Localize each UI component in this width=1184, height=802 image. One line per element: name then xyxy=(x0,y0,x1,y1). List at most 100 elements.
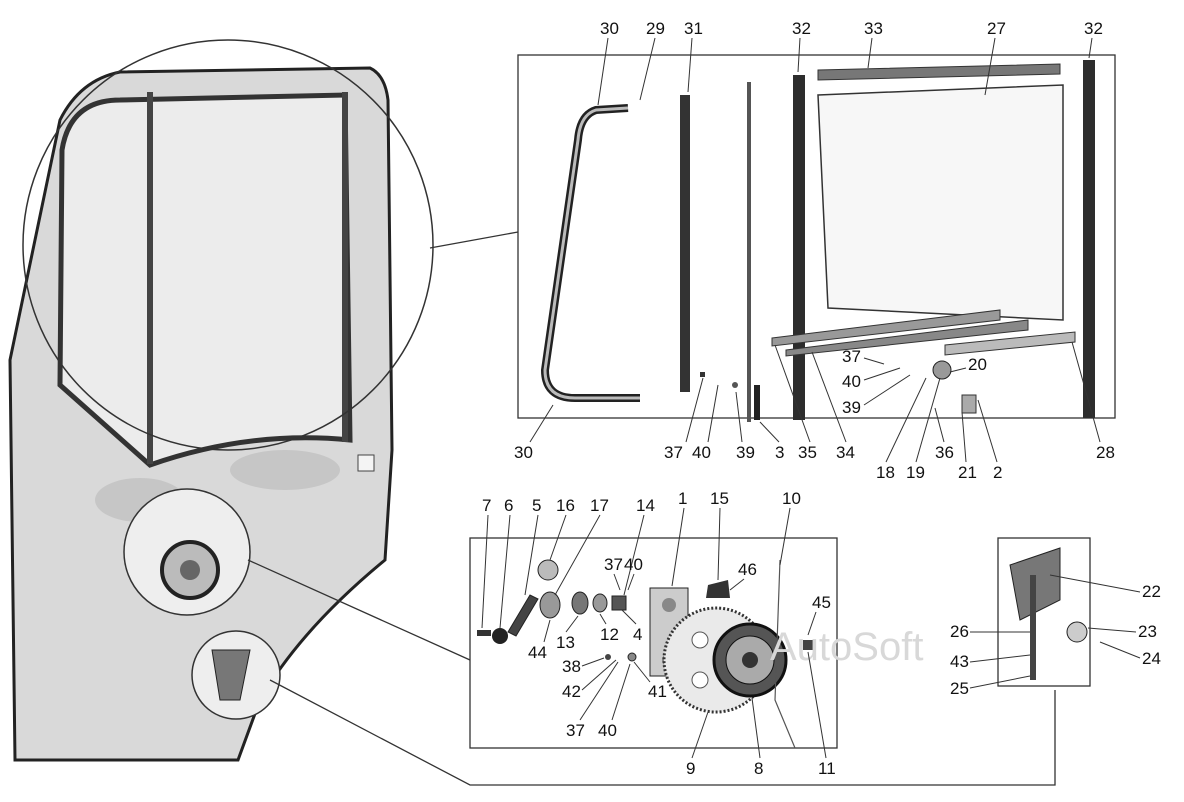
label-25: 25 xyxy=(950,679,969,698)
inner-seal-28 xyxy=(944,331,1076,356)
label-10: 10 xyxy=(782,489,801,508)
crank-handle-5 xyxy=(507,594,539,637)
label-37-reg-bottom: 37 xyxy=(566,721,585,740)
label-39-mid: 39 xyxy=(842,398,861,417)
label-16: 16 xyxy=(556,496,575,515)
label-40-reg-bottom: 40 xyxy=(598,721,617,740)
label-40-reg-top: 40 xyxy=(624,555,643,574)
label-26: 26 xyxy=(950,622,969,641)
window-detail-circle xyxy=(22,39,434,451)
label-35: 35 xyxy=(798,443,817,462)
stopper-15 xyxy=(706,580,730,598)
label-19: 19 xyxy=(906,463,925,482)
label-33: 33 xyxy=(864,19,883,38)
labels-regulator: 7 6 5 16 17 14 1 15 10 37 40 46 45 44 13… xyxy=(481,489,836,778)
label-36: 36 xyxy=(935,443,954,462)
label-45: 45 xyxy=(812,593,831,612)
cap-23 xyxy=(1066,621,1088,643)
label-31: 31 xyxy=(684,19,703,38)
window-assembly-parts xyxy=(540,60,1095,422)
regulator-parts xyxy=(477,559,813,749)
label-3: 3 xyxy=(775,443,784,462)
guide-channel-32-left xyxy=(793,75,805,420)
label-43: 43 xyxy=(950,652,969,671)
cap-16 xyxy=(537,559,559,581)
label-46: 46 xyxy=(738,560,757,579)
window-glass-27 xyxy=(817,84,1064,321)
tensioner-11 xyxy=(803,640,813,650)
label-37-top: 37 xyxy=(664,443,683,462)
label-37-mid: 37 xyxy=(842,347,861,366)
label-9: 9 xyxy=(686,759,695,778)
label-2: 2 xyxy=(993,463,1002,482)
watermark: AutoSoft xyxy=(770,625,923,669)
label-23: 23 xyxy=(1138,622,1157,641)
guide-channel-31 xyxy=(680,95,690,392)
label-5: 5 xyxy=(532,496,541,515)
regulator-rail-3 xyxy=(747,82,751,422)
label-4: 4 xyxy=(633,625,642,644)
labels-handle: 22 23 24 26 43 25 xyxy=(950,574,1161,698)
label-42: 42 xyxy=(562,682,581,701)
cable-10 xyxy=(774,559,796,749)
label-17: 17 xyxy=(590,496,609,515)
label-40-mid: 40 xyxy=(842,372,861,391)
label-32-right: 32 xyxy=(1084,19,1103,38)
door-front-guide-rail xyxy=(147,92,153,464)
bolt-7 xyxy=(477,630,491,636)
label-37-reg-top: 37 xyxy=(604,555,623,574)
outer-seal-34 xyxy=(785,319,1029,357)
door-cutout-upper-right xyxy=(230,450,340,490)
label-39-top: 39 xyxy=(736,443,755,462)
regulator-detail-circle xyxy=(123,488,251,616)
label-12: 12 xyxy=(600,625,619,644)
label-34: 34 xyxy=(836,443,855,462)
label-14: 14 xyxy=(636,496,655,515)
leader-lock xyxy=(269,679,1056,786)
top-seal-33 xyxy=(817,63,1061,81)
guide-channel-32-right xyxy=(1083,60,1095,418)
label-29: 29 xyxy=(646,19,665,38)
label-15: 15 xyxy=(710,489,729,508)
door-lock-slot xyxy=(357,454,375,472)
label-44: 44 xyxy=(528,643,547,662)
label-20: 20 xyxy=(968,355,987,374)
washer-12 xyxy=(592,593,608,613)
leader-regulator xyxy=(247,559,471,661)
labels-window: 30 29 31 32 33 27 32 30 37 40 39 3 35 34… xyxy=(514,19,1115,482)
label-27: 27 xyxy=(987,19,1006,38)
door-rear-guide-rail xyxy=(342,92,348,442)
label-21: 21 xyxy=(958,463,977,482)
label-32-left: 32 xyxy=(792,19,811,38)
label-13: 13 xyxy=(556,633,575,652)
label-40-top: 40 xyxy=(692,443,711,462)
bracket-21 xyxy=(961,394,977,414)
glass-lower-rail xyxy=(771,309,1001,347)
sprocket-4 xyxy=(611,595,627,611)
lock-detail-circle xyxy=(191,630,281,720)
label-18: 18 xyxy=(876,463,895,482)
label-1: 1 xyxy=(678,489,687,508)
label-8: 8 xyxy=(754,759,763,778)
label-30-bottom: 30 xyxy=(514,443,533,462)
label-30-top: 30 xyxy=(600,19,619,38)
leader-window xyxy=(429,231,519,249)
label-24: 24 xyxy=(1142,649,1161,668)
label-41: 41 xyxy=(648,682,667,701)
rod-25 xyxy=(1030,575,1036,680)
label-7: 7 xyxy=(482,496,491,515)
washer-13 xyxy=(571,591,589,615)
door-window-opening xyxy=(57,92,353,468)
door-panel xyxy=(8,66,394,762)
label-11: 11 xyxy=(818,759,836,778)
label-6: 6 xyxy=(504,496,513,515)
bushing-17 xyxy=(539,591,561,619)
label-22: 22 xyxy=(1142,582,1161,601)
label-28: 28 xyxy=(1096,443,1115,462)
knob-6 xyxy=(492,628,508,644)
handle-parts xyxy=(1009,547,1088,680)
glass-clip-20 xyxy=(932,360,952,380)
label-38: 38 xyxy=(562,657,581,676)
